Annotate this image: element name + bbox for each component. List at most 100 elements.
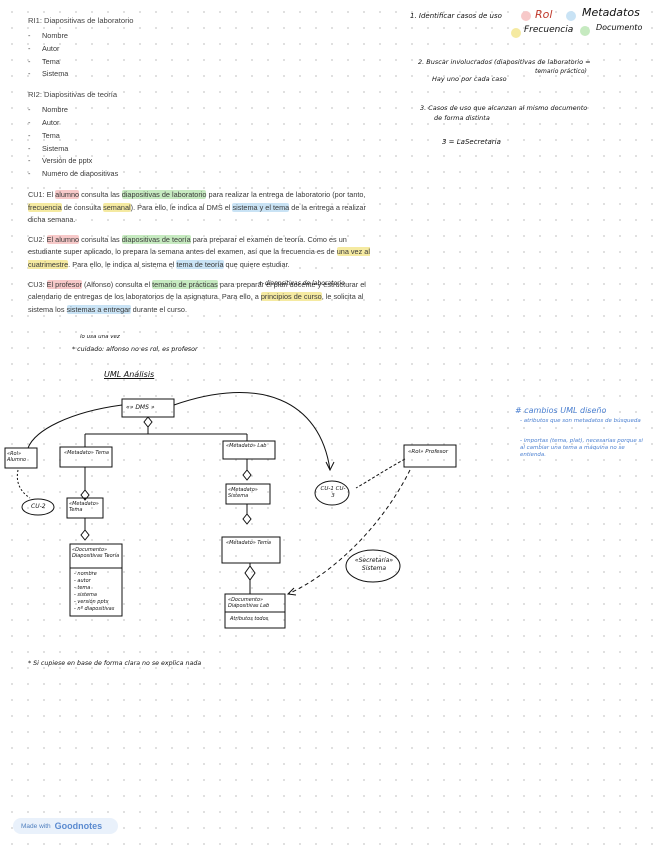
arrow-head <box>325 461 335 472</box>
highlight-metadatos: sistemas a entregar <box>66 304 131 314</box>
uml-attribute: - autor <box>74 578 91 584</box>
uml-attribute: - tema <box>74 585 91 591</box>
composition-diamond <box>242 469 252 481</box>
uml-attribute: - versión pptx <box>74 599 109 605</box>
annotation-cu3-note-a: lo usa una vez <box>80 334 120 340</box>
highlight-metadatos: sistema y el tema <box>232 202 290 212</box>
composition-diamond <box>244 565 256 581</box>
text-fragment: CU2: <box>28 234 47 244</box>
legend-metadatos: Metadatos <box>582 6 640 19</box>
annotation-step2: 2. Buscar involucrados (diapositivas de … <box>418 58 591 66</box>
annotation-step3b: de forma distinta <box>434 114 490 122</box>
badge-brand: Goodnotes <box>54 821 103 831</box>
uml-label-lab-attrs: Atributos todos <box>230 616 269 622</box>
uml-association-cu <box>173 392 331 471</box>
uml-association-alumno <box>27 404 123 449</box>
uml-box-lab <box>222 440 276 460</box>
requirement-title: RI2: Diapositivas de teoría <box>28 90 118 100</box>
uml-label-lab-doc: «Documento» Diapositivas Lab <box>228 597 270 609</box>
uml-label-dms: «» DMS » <box>126 404 155 411</box>
uml-usecase-secretaria <box>345 549 401 583</box>
annotation-changes-title: # cambios UML diseño <box>515 406 607 415</box>
uml-attribute: - nº diapositivas <box>74 606 115 612</box>
annotation-step3c: 3 = LaSecretaria <box>442 138 501 146</box>
highlight-frecuencia: semanal <box>103 202 131 212</box>
list-item: Autor <box>28 43 373 56</box>
requirement-list: Nombre Autor Tema Sistema <box>28 30 373 81</box>
annotation-changes-2: - importas (tema, plat), necesarias porq… <box>520 438 643 458</box>
annotation-identify: 1. Identificar casos de uso <box>410 12 502 20</box>
text-fragment: ). Para ello, le indica al DMS el <box>130 202 233 212</box>
uml-label-cu1-cu3: CU-1 CU-3 <box>320 486 346 499</box>
highlight-frecuencia: principios de curso <box>260 292 322 302</box>
composition-diamond <box>143 416 153 428</box>
uml-label-sistema: «Metadato» Sistema <box>228 487 258 499</box>
annotation-changes-1: - atributos que son metadatos de búsqued… <box>520 418 641 424</box>
text-fragment: de consulta <box>61 202 104 212</box>
uml-connector <box>84 427 248 447</box>
uml-teoria-attributes: - nombre - autor - tema - sistema - vers… <box>74 571 114 613</box>
uml-label-cu2: CU-2 <box>31 503 46 510</box>
list-item: Versión de pptx <box>28 155 373 168</box>
uml-box-tema-top <box>59 446 113 468</box>
highlight-rol: alumno <box>55 189 80 199</box>
highlight-rol: El alumno <box>46 234 80 244</box>
uml-dependency <box>355 458 406 489</box>
legend-documento: Documento <box>596 23 643 32</box>
text-fragment: CU3: <box>28 279 47 289</box>
uml-dependency <box>287 469 411 595</box>
text-fragment: para preparar el plan docente y estructu… <box>28 279 366 302</box>
arrow-head <box>286 587 297 596</box>
uml-label-secretaria: «Secretaria» Sistema <box>354 557 394 572</box>
use-case-1: CU1: El alumno consulta las diapositivas… <box>28 189 373 227</box>
uml-box-teoria-doc <box>69 543 123 617</box>
composition-diamond <box>80 529 90 541</box>
legend-rol: Rol <box>535 8 553 21</box>
list-item: Sistema <box>28 143 373 156</box>
highlight-documento: temario de prácticas <box>152 279 218 289</box>
uml-label-lab: «Metadato» Lab <box>226 443 267 449</box>
uml-usecase-cu2 <box>21 498 55 516</box>
goodnotes-badge[interactable]: Made with Goodnotes <box>13 818 118 834</box>
legend-metadatos-dot <box>566 11 576 21</box>
list-item: Sistema <box>28 68 373 81</box>
text-fragment: consulta las <box>79 234 122 244</box>
annotation-cu2-note: + diapositivas de laboratorio <box>258 280 345 287</box>
list-item: Tema <box>28 56 373 69</box>
uml-box-alumno <box>4 447 38 469</box>
uml-label-alumno: «Rol» Alumno <box>7 451 27 463</box>
uml-box-tema-mid <box>221 536 281 564</box>
text-fragment: . Para ello, le indica al sistema el <box>68 259 177 269</box>
uml-box-profesor <box>403 444 457 468</box>
legend-documento-dot <box>580 26 590 36</box>
uml-label-tema-low: «Metadato» Tema <box>69 501 99 513</box>
uml-attribute: - nombre <box>74 571 97 577</box>
text-fragment: durante el curso. <box>130 304 188 314</box>
badge-prefix: Made with <box>21 822 51 830</box>
text-fragment: para preparar el examen de teoría. Como … <box>28 234 347 257</box>
uml-dependency <box>16 469 31 499</box>
text-fragment: CU1: El <box>28 189 56 199</box>
list-item: Tema <box>28 130 373 143</box>
requirement-list: Nombre Autor Tema Sistema Versión de ppt… <box>28 104 373 181</box>
text-fragment: de la entrega a realizar dicha semana. <box>28 202 366 225</box>
use-case-3: CU3: El profesor (Alfonso) consulta el t… <box>28 279 373 317</box>
text-fragment: que quiere estudiar. <box>223 259 290 269</box>
highlight-rol: El profesor <box>46 279 82 289</box>
composition-diamond <box>242 513 252 525</box>
uml-label-teoria-doc: «Documento» Diapositivas Teoría <box>72 547 120 559</box>
use-case-2: CU2: El alumno consulta las diapositivas… <box>28 234 373 272</box>
uml-attribute: - sistema <box>74 592 97 598</box>
annotation-bottom-note: * Si cupiese en base de forma clara no s… <box>28 660 202 667</box>
highlight-frecuencia: frecuencia <box>28 202 62 212</box>
uml-box-sistema <box>225 483 271 505</box>
highlight-documento: diapositivas de teoría <box>121 234 191 244</box>
uml-label-tema-top: «Metadato» Tema <box>64 450 109 456</box>
list-item: Nombre <box>28 104 373 117</box>
typed-document: RI1: Diapositivas de laboratorio Nombre … <box>28 12 373 323</box>
uml-box-lab-doc <box>224 593 286 629</box>
text-fragment: (Alfonso) consulta el <box>81 279 153 289</box>
uml-label-tema-mid: «Metadato» Tema <box>226 540 271 546</box>
legend-rol-dot <box>521 11 531 21</box>
